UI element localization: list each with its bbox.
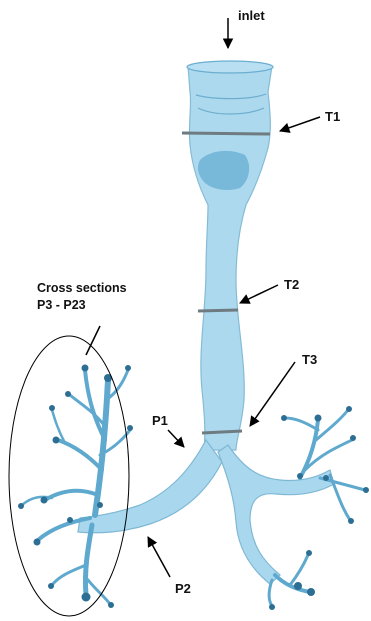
label-p1: P1 — [152, 413, 168, 428]
larynx — [188, 62, 272, 451]
label-t2: T2 — [284, 277, 299, 292]
section-line-t3 — [202, 431, 242, 433]
t1-arrow — [280, 117, 320, 131]
label-inlet: inlet — [238, 8, 265, 23]
label-cross-sections: Cross sections — [37, 281, 127, 295]
section-line-t2 — [198, 310, 238, 311]
airway-model — [18, 61, 369, 610]
cross-sections-leader — [86, 326, 100, 355]
labels: inlet T1 T2 T3 P1 P2 Cross sections P3 -… — [37, 8, 340, 596]
section-line-t1 — [182, 133, 270, 134]
right-main-bronchus — [218, 445, 334, 584]
label-t3: T3 — [302, 352, 317, 367]
p2-arrow — [148, 537, 170, 577]
label-p2: P2 — [175, 581, 191, 596]
label-t1: T1 — [325, 109, 340, 124]
t2-arrow — [240, 285, 278, 303]
p1-arrow — [168, 430, 184, 447]
t3-arrow — [250, 362, 295, 426]
label-cross-sections-range: P3 - P23 — [37, 298, 86, 312]
inlet-rim — [187, 61, 273, 73]
